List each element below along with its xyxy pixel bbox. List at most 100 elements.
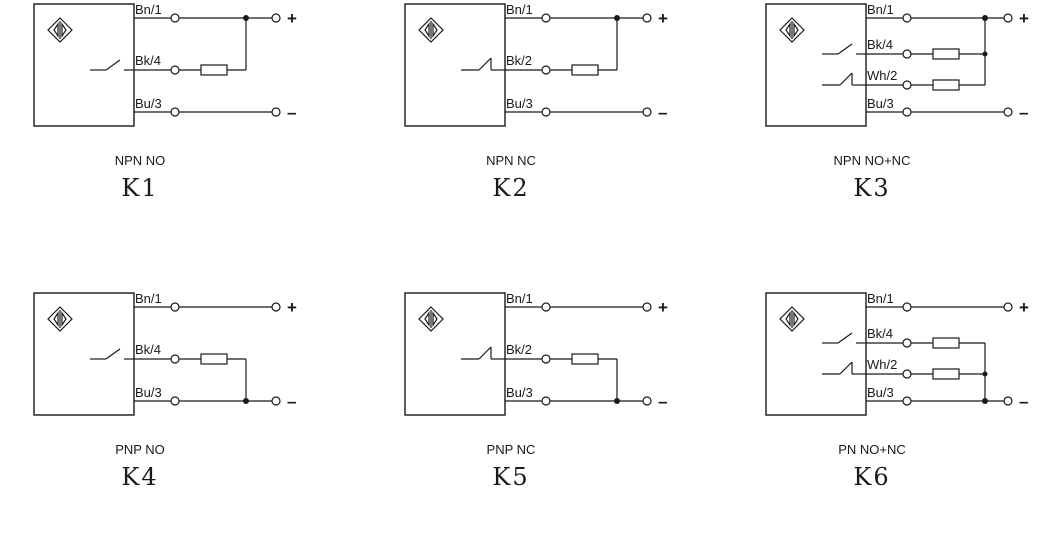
pin-label-out1: Bk/4 [867, 37, 893, 52]
sensor-arrow-left-icon [785, 22, 791, 38]
load-resistor-icon [932, 79, 960, 91]
sensor-symbol-icon [779, 17, 805, 43]
output-2-switch-nc-icon [839, 72, 853, 86]
terminal-plus [1003, 302, 1013, 312]
junction-dot-output [982, 51, 988, 57]
load-resistor-icon [571, 64, 599, 76]
terminal-bu [541, 107, 551, 117]
terminal-bn [541, 13, 551, 23]
load-resistor-icon [932, 337, 960, 349]
terminal-out1 [902, 338, 912, 348]
diagram-code-label: K6 [853, 463, 890, 491]
pin-label-bu: Bu/3 [867, 96, 894, 111]
terminal-bu [902, 107, 912, 117]
junction-dot [243, 15, 249, 21]
output-1-switch-nc-icon [478, 57, 492, 71]
pin-label-out1: Bk/2 [506, 342, 532, 357]
junction-dot [614, 15, 620, 21]
plus-sign-label: + [287, 9, 297, 28]
terminal-out1 [541, 354, 551, 364]
diagram-code-label: K5 [492, 463, 529, 491]
output-type-label: NPN NO [115, 153, 166, 168]
pin-label-out1: Bk/4 [867, 326, 893, 341]
terminal-bu [541, 396, 551, 406]
sensor-body [765, 3, 867, 127]
pin-label-bu: Bu/3 [135, 96, 162, 111]
terminal-plus [271, 13, 281, 23]
terminal-bn [170, 13, 180, 23]
output-2-switch-nc-icon [839, 361, 853, 375]
minus-sign-label: – [1019, 103, 1028, 122]
diagram-code-label: K2 [492, 174, 529, 202]
minus-sign-label: – [287, 392, 296, 411]
terminal-plus [642, 302, 652, 312]
sensor-body [33, 3, 135, 127]
pin-label-bu: Bu/3 [506, 96, 533, 111]
output-1-switch-no-icon [105, 59, 121, 71]
sensor-arrow-right-icon [61, 311, 67, 327]
minus-sign-label: – [287, 103, 296, 122]
terminal-out2 [902, 369, 912, 379]
plus-sign-label: + [658, 298, 668, 317]
pin-label-bn: Bn/1 [506, 2, 533, 17]
pin-label-bn: Bn/1 [506, 291, 533, 306]
output-type-label: PNP NO [115, 442, 165, 457]
terminal-out1 [170, 354, 180, 364]
terminal-plus [642, 13, 652, 23]
pin-label-bn: Bn/1 [135, 291, 162, 306]
load-resistor-icon [200, 64, 228, 76]
load-resistor-icon [200, 353, 228, 365]
terminal-minus [271, 107, 281, 117]
diagram-code-label: K1 [121, 174, 158, 202]
output-1-switch-no-icon [837, 43, 853, 55]
plus-sign-label: + [1019, 298, 1029, 317]
output-type-label: NPN NO+NC [834, 153, 911, 168]
load-resistor-icon [571, 353, 599, 365]
output-type-label: NPN NC [486, 153, 536, 168]
output-1-switch-nc-icon [478, 346, 492, 360]
sensor-arrow-right-icon [793, 311, 799, 327]
pin-label-out1: Bk/4 [135, 53, 161, 68]
output-1-switch-no-icon [837, 332, 853, 344]
terminal-out2 [902, 80, 912, 90]
pin-label-bn: Bn/1 [867, 2, 894, 17]
plus-sign-label: + [287, 298, 297, 317]
terminal-minus [1003, 396, 1013, 406]
load-resistor-icon [932, 48, 960, 60]
minus-sign-label: – [658, 392, 667, 411]
terminal-bn [902, 302, 912, 312]
load-resistor-icon [932, 368, 960, 380]
pin-label-out2: Wh/2 [867, 68, 897, 83]
pin-label-out2: Wh/2 [867, 357, 897, 372]
terminal-out1 [541, 65, 551, 75]
junction-dot [243, 398, 249, 404]
pin-label-out1: Bk/2 [506, 53, 532, 68]
sensor-arrow-right-icon [432, 22, 438, 38]
output-type-label: PNP NC [487, 442, 536, 457]
pin-label-bn: Bn/1 [135, 2, 162, 17]
terminal-out1 [902, 49, 912, 59]
minus-sign-label: – [1019, 392, 1028, 411]
pin-label-bu: Bu/3 [135, 385, 162, 400]
sensor-body [404, 3, 506, 127]
sensor-arrow-right-icon [61, 22, 67, 38]
sensor-arrow-left-icon [53, 311, 59, 327]
sensor-body [765, 292, 867, 416]
sensor-symbol-icon [418, 306, 444, 332]
terminal-bu [902, 396, 912, 406]
sensor-symbol-icon [47, 17, 73, 43]
terminal-bn [902, 13, 912, 23]
terminal-plus [271, 302, 281, 312]
junction-dot [982, 398, 988, 404]
terminal-minus [271, 396, 281, 406]
terminal-bu [170, 107, 180, 117]
sensor-arrow-left-icon [785, 311, 791, 327]
terminal-bn [541, 302, 551, 312]
